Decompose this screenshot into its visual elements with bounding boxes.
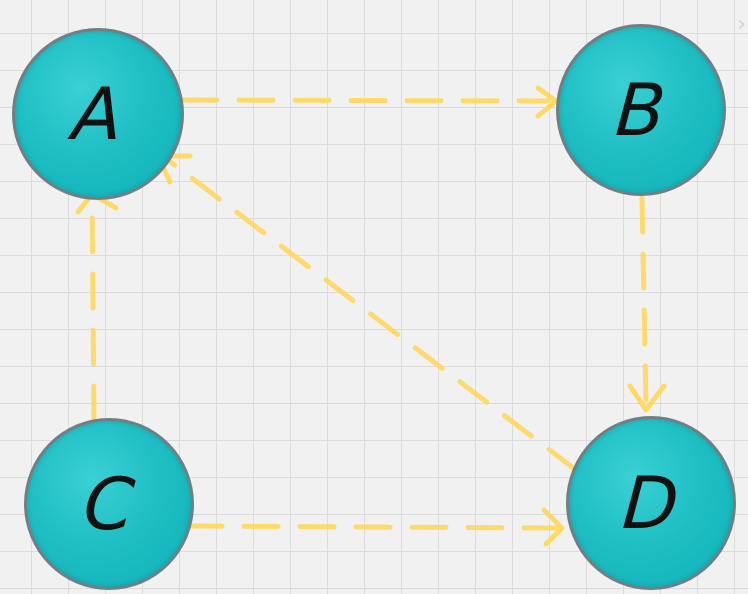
chevron-right-icon: › bbox=[737, 12, 746, 37]
node-d: D bbox=[566, 416, 736, 590]
edge-c-to-a bbox=[75, 191, 119, 423]
node-b: B bbox=[556, 24, 726, 196]
node-d-label: D bbox=[620, 461, 682, 545]
edge-b-to-d bbox=[627, 195, 667, 413]
node-c-label: C bbox=[80, 462, 138, 546]
node-a-label: A bbox=[70, 72, 126, 156]
edge-c-to-d bbox=[185, 507, 565, 547]
edge-d-to-a bbox=[155, 153, 579, 473]
edge-a-to-b bbox=[180, 85, 559, 119]
node-b-label: B bbox=[613, 68, 669, 152]
node-a: A bbox=[12, 28, 184, 200]
node-c: C bbox=[24, 418, 194, 590]
